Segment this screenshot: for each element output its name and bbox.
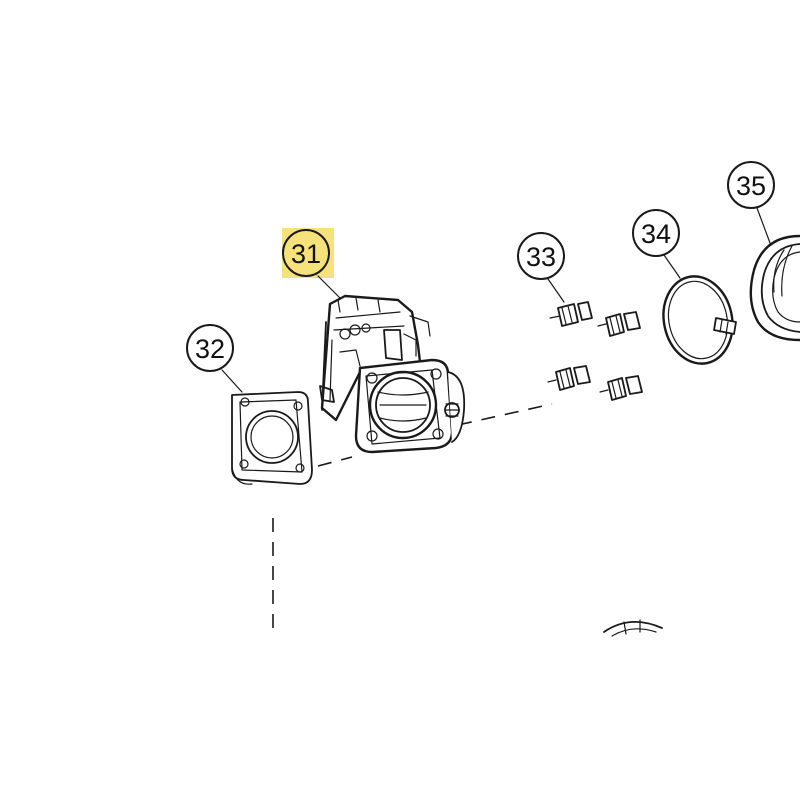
callout-32[interactable]: 32	[186, 324, 243, 393]
throttle-body-part[interactable]	[319, 294, 466, 454]
bolt-3	[547, 365, 591, 391]
callout-33[interactable]: 33	[517, 232, 565, 303]
bolts-part[interactable]	[547, 301, 643, 401]
gasket-part[interactable]	[231, 391, 313, 485]
bolt-1	[549, 301, 593, 327]
partial-part-bottom	[603, 619, 663, 637]
assembly-axis-lines	[272, 403, 553, 630]
callout-34[interactable]: 34	[632, 209, 681, 279]
bolt-4	[599, 375, 643, 401]
callout-35[interactable]: 35	[727, 161, 775, 244]
callout-35-label: 35	[736, 171, 766, 201]
callout-34-label: 34	[641, 219, 671, 249]
callout-31[interactable]: 31	[282, 228, 343, 301]
callout-32-label: 32	[195, 334, 225, 364]
hose-clamp-part[interactable]	[656, 270, 741, 370]
bolt-2	[597, 311, 641, 337]
air-hose-part[interactable]	[749, 234, 800, 342]
callout-31-label: 31	[291, 239, 321, 269]
callout-33-label: 33	[526, 242, 556, 272]
